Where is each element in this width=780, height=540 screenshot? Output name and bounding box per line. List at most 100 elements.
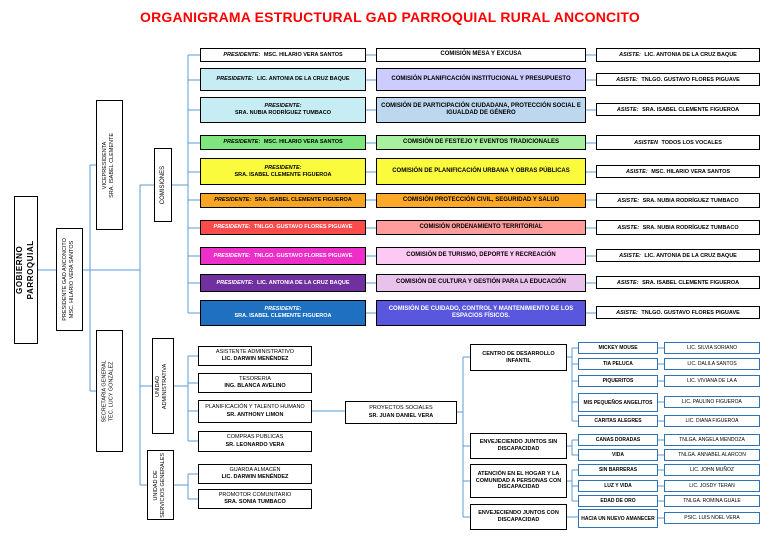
person-name: LIC. SILVIA SORIANO	[687, 345, 737, 351]
group-box: EDAD DE ORO	[578, 495, 658, 507]
president-label: PRESIDENTE:	[213, 252, 251, 259]
president-name: LIC. ANTONIA DE LA CRUZ BAQUE	[257, 76, 350, 83]
assist-label: ASISTE:	[616, 76, 638, 83]
proyectos-title: PROYECTOS SOCIALES	[369, 405, 433, 412]
assist-name: MSC. HILARIO VERA SANTOS	[651, 168, 731, 175]
president-label: PRESIDENTE:	[216, 76, 254, 83]
president-label: PRESIDENTE:	[214, 197, 252, 204]
program-name: ATENCIÓN EN EL HOGAR Y LA COMUNIDAD A PE…	[475, 470, 562, 491]
group-name: VIDA	[612, 452, 624, 458]
commission-5-assist-box: ASISTE: MSC. HILARIO VERA SANTOS	[596, 165, 760, 178]
commission-3-assist-box: ASISTE: SRA. ISABEL CLEMENTE FIGUEROA	[596, 103, 760, 116]
person-box: LIC. DALILA SANTOS	[664, 358, 760, 370]
program-env-con-box: ENVEJECIENDO JUNTOS CON DISCAPACIDAD	[470, 504, 567, 530]
group-name: CARITAS ALEGRES	[594, 418, 642, 424]
vicepresidenta-title: VICEPRESIDENTA	[102, 141, 109, 189]
assist-label: ASISTE:	[625, 168, 648, 175]
commission-name: COMISIÓN PLANIFICACIÓN INSTITUCIONAL Y P…	[391, 75, 571, 82]
service-unit-title: GUARDA ALMACÉN	[229, 466, 281, 473]
assist-name: SRA. ISABEL CLEMENTE FIGUEROA	[642, 279, 740, 286]
commission-7-name-box: COMISIÓN ORDENAMIENTO TERRITORIAL	[376, 220, 586, 235]
group-name: TIA PELUCA	[603, 361, 633, 367]
admin-unit-name: SR. LEONARDO VERA	[225, 441, 285, 448]
secretaria-name: TEC. LUCY GONZALEZ	[109, 361, 116, 421]
assist-label: ASISTE:	[617, 224, 640, 231]
commission-name: COMISIÓN DE CULTURA Y GESTIÓN PARA LA ED…	[396, 279, 566, 286]
admin-unit-name: SR. ANTHONY LIMON	[226, 411, 284, 418]
president-label: PRESIDENTE:	[223, 139, 261, 146]
program-env-sin-box: ENVEJECIENDO JUNTOS SIN DISCAPACIDAD	[470, 433, 567, 459]
person-name: PSIC. LUIS NOEL VERA	[684, 515, 740, 521]
group-box: PIQUERITOS	[578, 375, 658, 387]
group-box: LUZ Y VIDA	[578, 480, 658, 492]
group-box: CANAS DORADAS	[578, 434, 658, 446]
comisiones-box: COMISIONES	[154, 148, 172, 222]
president-label: PRESIDENTE:	[264, 103, 302, 110]
commission-3-name-box: COMISIÓN DE PARTICIPACIÓN CIUDADANA, PRO…	[376, 97, 586, 123]
service-unit-name: LIC. DARWIN MENÉNDEZ	[221, 474, 289, 480]
assist-label: ASISTE:	[616, 106, 639, 113]
commission-7-president-box: PRESIDENTE: TNLGO. GUSTAVO FLORES PIGUAV…	[200, 220, 366, 235]
group-name: LUZ Y VIDA	[604, 483, 632, 489]
assist-label: ASISTE:	[616, 279, 639, 286]
assist-name: TNLGO. GUSTAVO FLORES PIGUAVE	[641, 76, 740, 83]
person-name: LIC. VIVIANA DE LA A	[686, 378, 738, 384]
commission-2-name-box: COMISIÓN PLANIFICACIÓN INSTITUCIONAL Y P…	[376, 68, 586, 91]
service-unit-name: SRA. SONIA TUMBACO	[224, 499, 286, 505]
president-name: TNLGO. GUSTAVO FLORES PIGUAVE	[254, 224, 353, 231]
commission-name: COMISIÓN PROTECCIÓN CIVIL, SEGURIDAD Y S…	[402, 196, 560, 203]
person-box: LIC. SILVIA SORIANO	[664, 342, 760, 354]
commission-7-assist-box: ASISTE: SRA. NUBIA RODRÍGUEZ TUMBACO	[596, 220, 760, 235]
service-unit-title: PROMOTOR COMUNITARIO	[218, 491, 292, 498]
gobierno-parroquial-box: GOBIERNO PARROQUIAL	[14, 196, 38, 344]
assist-name: LIC. ANTONIA DE LA CRUZ BAQUE	[644, 252, 737, 259]
presidente-gad-name: MSC. HILARIO VERA SANTOS	[69, 240, 76, 319]
admin-unit-name: ING. BLANCA AVELINO	[224, 383, 286, 389]
program-atencion-hogar-box: ATENCIÓN EN EL HOGAR Y LA COMUNIDAD A PE…	[470, 464, 567, 498]
gobierno-parroquial-label: GOBIERNO PARROQUIAL	[15, 240, 35, 300]
person-box: TNLGA. ANNABEL ALARCON	[664, 449, 760, 461]
commission-9-president-box: PRESIDENTE: LIC. ANTONIA DE LA CRUZ BAQU…	[200, 274, 366, 292]
person-name: LIC. DALILA SANTOS	[687, 361, 737, 367]
commission-6-assist-box: ASISTE: SRA. NUBIA RODRÍGUEZ TUMBACO	[596, 193, 760, 208]
commission-10-president-box: PRESIDENTE: SRA. ISABEL CLEMENTE FIGUERO…	[200, 300, 366, 326]
vicepresidenta-name: SRA. ISABEL CLEMENTE	[109, 132, 116, 198]
person-box: LIC. DIANA FIGUEROA	[664, 415, 760, 427]
unidad-administrativa-line2: ADMINISTRATIVA	[163, 363, 170, 409]
president-label: PRESIDENTE:	[216, 279, 254, 286]
person-box: LIC. VIVIANA DE LA A	[664, 375, 760, 387]
assist-label: ASISTE:	[619, 52, 641, 58]
commission-name: COMISIÓN ORDENAMIENTO TERRITORIAL	[419, 223, 543, 230]
commission-4-name-box: COMISIÓN DE FESTEJO Y EVENTOS TRADICIONA…	[376, 135, 586, 150]
commission-1-name-box: COMISIÓN MESA Y EXCUSA	[376, 48, 586, 62]
person-box: TNLGA. ANGELA MENDOZA	[664, 434, 760, 446]
admin-unit-title: COMPRAS PUBLICAS	[226, 434, 284, 441]
assist-name: SRA. NUBIA RODRÍGUEZ TUMBACO	[642, 224, 739, 231]
program-name: ENVEJECIENDO JUNTOS CON DISCAPACIDAD	[478, 510, 559, 523]
commission-name: COMISIÓN DE FESTEJO Y EVENTOS TRADICIONA…	[402, 138, 560, 145]
president-name: MSC. HILARIO VERA SANTOS	[263, 139, 343, 146]
person-box: LIC. PAULINO FIGUEROA	[664, 396, 760, 408]
assist-name: SRA. NUBIA RODRÍGUEZ TUMBACO	[642, 197, 739, 204]
group-box: HACIA UN NUEVO AMANECER	[578, 509, 658, 528]
unidad-servicios-line1: UNIDAD DE	[153, 469, 160, 501]
president-label: PRESIDENTE:	[223, 51, 261, 58]
president-name: SRA. ISABEL CLEMENTE FIGUEROA	[234, 313, 332, 319]
group-name: SIN BARRERAS	[598, 467, 638, 473]
assist-label: ASISTEN	[634, 139, 658, 146]
commission-8-president-box: PRESIDENTE: TNLGO. GUSTAVO FLORES PIGUAV…	[200, 247, 366, 265]
president-name: MSC. HILARIO VERA SANTOS	[263, 51, 343, 58]
group-box: SIN BARRERAS	[578, 464, 658, 476]
commission-6-name-box: COMISIÓN PROTECCIÓN CIVIL, SEGURIDAD Y S…	[376, 193, 586, 208]
group-name: CANAS DORADAS	[595, 437, 641, 443]
admin-unit-title: ASISTENTE ADMINISTRATIVO	[215, 348, 295, 355]
person-name: TNLGA. ANGELA MENDOZA	[679, 437, 745, 443]
commission-name: COMISIÓN DE CUIDADO, CONTROL Y MANTENIMI…	[388, 305, 574, 319]
group-name: HACIA UN NUEVO AMANECER	[581, 515, 655, 522]
comisiones-label: COMISIONES	[159, 165, 166, 205]
